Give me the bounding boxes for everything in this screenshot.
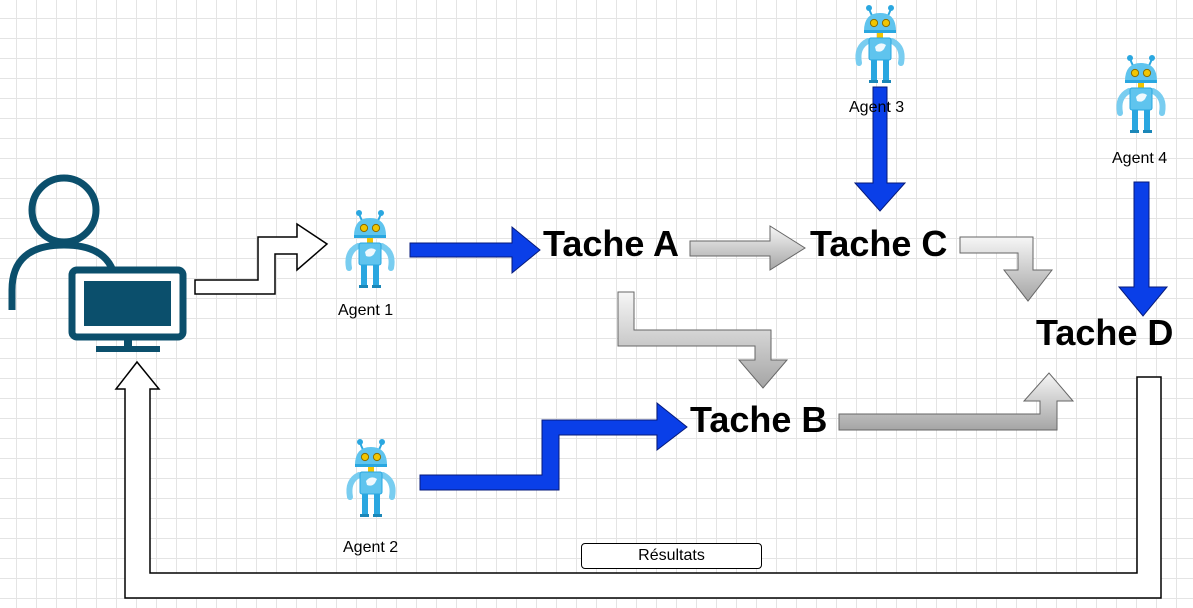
task-d-label: Tache D <box>1036 312 1174 353</box>
task-c-to-task-d-arrow <box>959 236 1054 302</box>
task-b-to-task-d-arrow <box>838 372 1075 431</box>
robot-icon <box>348 210 391 288</box>
robot-icon <box>1119 55 1162 133</box>
user-computer-icon <box>8 174 187 352</box>
results-label: Résultats <box>581 543 762 569</box>
agent2-label: Agent 2 <box>343 539 399 556</box>
agent2-to-task-b-arrow <box>419 401 688 491</box>
task-b-label: Tache B <box>690 399 828 440</box>
task-c-label: Tache C <box>810 223 948 264</box>
agent3-label: Agent 3 <box>849 99 905 116</box>
robot-icon <box>349 439 392 517</box>
task-a-to-task-b-arrow <box>617 291 789 389</box>
user-to-agent1-arrow <box>194 222 329 295</box>
agent4-label: Agent 4 <box>1112 150 1168 167</box>
task-a-to-task-c-arrow <box>689 225 806 271</box>
agent3-to-task-c-arrow <box>853 86 907 212</box>
robot-icon <box>858 5 901 83</box>
agent1-to-task-a-arrow <box>409 225 541 275</box>
agent4-to-task-d-arrow <box>1117 181 1169 317</box>
task-a-label: Tache A <box>543 223 680 264</box>
results-return-arrow <box>114 360 1162 599</box>
agent1-label: Agent 1 <box>338 302 394 319</box>
